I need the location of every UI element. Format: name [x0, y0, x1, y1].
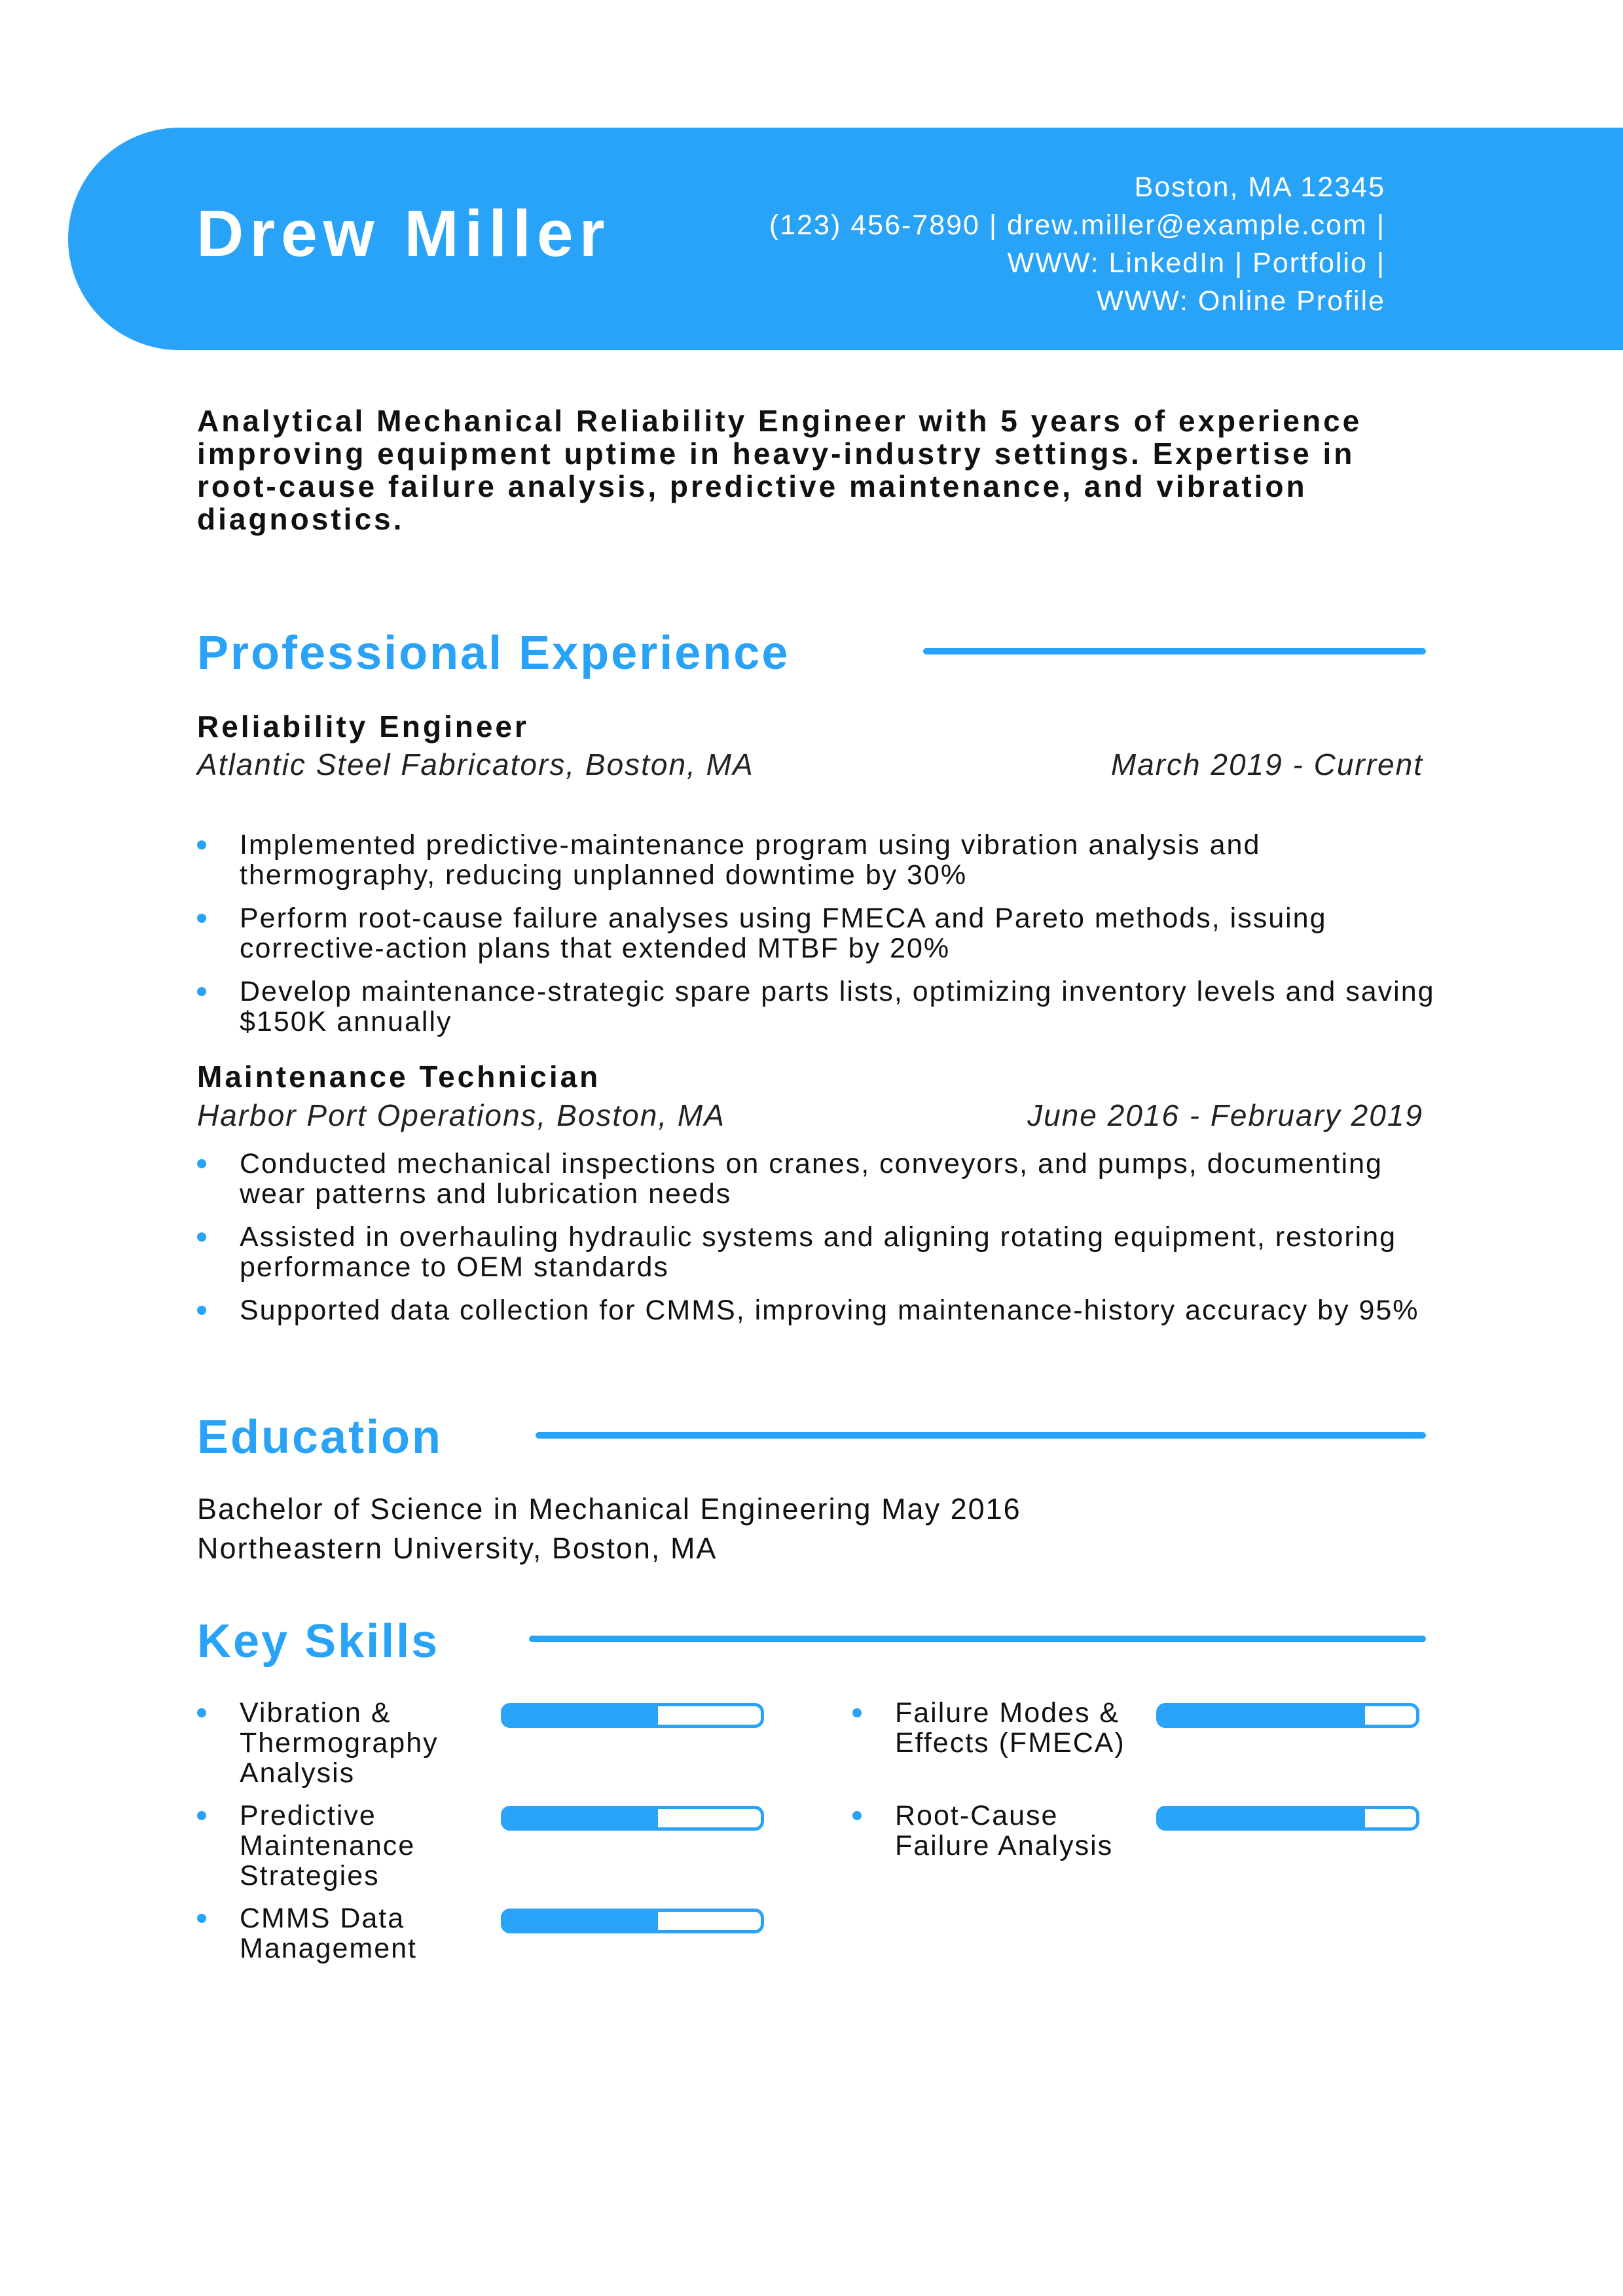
skill-level-bar — [501, 1909, 764, 1933]
candidate-name: Drew Miller — [196, 197, 611, 270]
skill-level-bar — [501, 1806, 764, 1831]
skill-item: Failure Modes & Effects (FMECA) — [852, 1698, 1442, 1803]
skill-item: Vibration & Thermography Analysis — [197, 1698, 786, 1803]
skill-label: Predictive Maintenance Strategies — [197, 1801, 475, 1891]
job-bullet: Implemented predictive-maintenance progr… — [197, 830, 1441, 890]
education-section-rule — [536, 1432, 1426, 1439]
skill-level-fill — [504, 1809, 659, 1827]
contact-links: WWW: LinkedIn | Portfolio | — [1007, 247, 1385, 279]
skill-level-fill — [504, 1912, 659, 1930]
contact-address: Boston, MA 12345 — [1134, 171, 1385, 203]
job-company: Harbor Port Operations, Boston, MA — [197, 1098, 725, 1132]
skill-item: CMMS Data Management — [197, 1903, 786, 2008]
job-dates: March 2019 - Current — [1110, 747, 1423, 781]
job-bullet: Develop maintenance-strategic spare part… — [197, 977, 1441, 1037]
skill-level-fill — [1159, 1706, 1365, 1725]
skill-label: Vibration & Thermography Analysis — [197, 1698, 475, 1788]
contact-info: Boston, MA 12345 (123) 456-7890 | drew.m… — [769, 168, 1385, 320]
skills-section-rule — [529, 1636, 1426, 1642]
skill-label: Failure Modes & Effects (FMECA) — [852, 1698, 1131, 1758]
job-bullets: Implemented predictive-maintenance progr… — [197, 830, 1441, 1050]
job-title: Reliability Engineer — [197, 709, 529, 744]
skill-level-bar — [1156, 1703, 1419, 1728]
job-bullet: Perform root-cause failure analyses usin… — [197, 903, 1441, 963]
header-band: Drew Miller Boston, MA 12345 (123) 456-7… — [68, 128, 1623, 350]
skills-section-title: Key Skills — [197, 1615, 440, 1668]
job-bullets: Conducted mechanical inspections on cran… — [197, 1149, 1441, 1338]
skill-level-fill — [1159, 1809, 1365, 1827]
job-bullet: Supported data collection for CMMS, impr… — [197, 1295, 1441, 1325]
experience-section-rule — [923, 648, 1426, 655]
skill-label: Root-Cause Failure Analysis — [852, 1801, 1131, 1861]
skill-level-bar — [501, 1703, 764, 1728]
job-bullet: Conducted mechanical inspections on cran… — [197, 1149, 1441, 1209]
education-section-title: Education — [197, 1411, 443, 1463]
education-school: Northeastern University, Boston, MA — [197, 1532, 718, 1565]
education-degree: Bachelor of Science in Mechanical Engine… — [197, 1492, 1021, 1526]
skill-level-bar — [1156, 1806, 1419, 1831]
professional-summary: Analytical Mechanical Reliability Engine… — [197, 404, 1362, 536]
experience-section-title: Professional Experience — [197, 627, 790, 679]
job-dates: June 2016 - February 2019 — [1027, 1098, 1423, 1132]
contact-online-profile: WWW: Online Profile — [1097, 285, 1385, 317]
job-bullet: Assisted in overhauling hydraulic system… — [197, 1222, 1441, 1282]
skill-item: Predictive Maintenance Strategies — [197, 1801, 786, 1905]
contact-phone-email: (123) 456-7890 | drew.miller@example.com… — [769, 209, 1385, 241]
job-company: Atlantic Steel Fabricators, Boston, MA — [197, 747, 754, 781]
job-title: Maintenance Technician — [197, 1060, 601, 1094]
skill-label: CMMS Data Management — [197, 1903, 475, 1964]
skill-item: Root-Cause Failure Analysis — [852, 1801, 1442, 1905]
skill-level-fill — [504, 1706, 659, 1725]
